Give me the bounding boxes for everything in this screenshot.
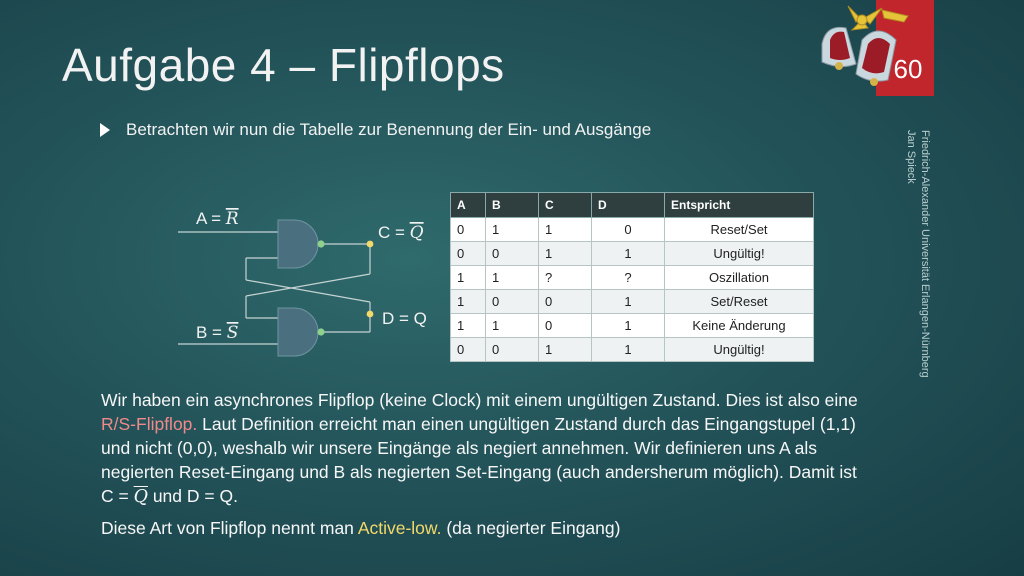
table-cell: ?	[591, 265, 665, 290]
affiliation-side-text: Friedrich-Alexander Universität Erlangen…	[904, 130, 932, 378]
table-cell: 1	[538, 217, 592, 242]
table-cell: 0	[591, 217, 665, 242]
table-header-c: C	[538, 192, 592, 218]
table-header-d: D	[591, 192, 665, 218]
table-cell: 0	[485, 289, 539, 314]
label-b: B = S	[196, 323, 238, 343]
highlight-active-low: Active-low.	[357, 518, 442, 538]
bullet-text: Betrachten wir nun die Tabelle zur Benen…	[126, 120, 652, 139]
negation-bubble-top	[317, 240, 325, 248]
table-cell: 1	[591, 313, 665, 338]
nand-gate-bottom	[277, 307, 319, 357]
table-cell: 1	[485, 217, 539, 242]
table-cell: 1	[450, 289, 486, 314]
paragraph-active-low: Diese Art von Flipflop nennt man Active-…	[101, 518, 621, 538]
table-header-entspricht: Entspricht	[664, 192, 814, 218]
table-cell: 0	[485, 337, 539, 362]
table-row: 0 0 1 1 Ungültig!	[450, 241, 814, 266]
table-row: 0 0 1 1 Ungültig!	[450, 337, 814, 362]
junction-node-d	[366, 310, 374, 318]
table-cell: 0	[538, 313, 592, 338]
affiliation-university: Friedrich-Alexander Universität Erlangen…	[919, 130, 931, 378]
table-cell: 1	[591, 241, 665, 266]
negation-bubble-bottom	[317, 328, 325, 336]
table-cell: 0	[450, 241, 486, 266]
table-cell: 0	[485, 241, 539, 266]
table-cell: 1	[538, 337, 592, 362]
paragraph-explanation: Wir haben ein asynchrones Flipflop (kein…	[101, 390, 858, 507]
table-cell: Ungültig!	[664, 241, 814, 266]
table-cell: 1	[538, 241, 592, 266]
table-cell: 1	[450, 265, 486, 290]
label-c: C = Q	[378, 223, 424, 243]
flipflop-circuit-diagram: A = R B = S C = Q D = Q	[178, 209, 427, 357]
table-cell: Set/Reset	[664, 289, 814, 314]
table-cell: 1	[591, 289, 665, 314]
table-cell: 1	[485, 265, 539, 290]
table-row: 0 1 1 0 Reset/Set	[450, 217, 814, 242]
label-a: A = R	[196, 209, 239, 229]
bullet-point: Betrachten wir nun die Tabelle zur Benen…	[100, 120, 651, 140]
table-row: 1 1 ? ? Oszillation	[450, 265, 814, 290]
truth-table: A B C D Entspricht 0 1 1 0 Reset/Set 0 0…	[450, 192, 814, 362]
table-header-a: A	[450, 192, 486, 218]
table-cell: Oszillation	[664, 265, 814, 290]
bullet-arrow-icon	[100, 123, 110, 137]
table-cell: 1	[591, 337, 665, 362]
table-cell: ?	[538, 265, 592, 290]
slide-title: Aufgabe 4 – Flipflops	[62, 39, 505, 91]
label-d: D = Q	[382, 309, 427, 328]
table-cell: 1	[450, 313, 486, 338]
table-cell: 1	[485, 313, 539, 338]
table-cell: 0	[538, 289, 592, 314]
cross-wire-2	[245, 273, 371, 297]
table-row: 1 0 0 1 Set/Reset	[450, 289, 814, 314]
table-cell: Ungültig!	[664, 337, 814, 362]
table-header-b: B	[485, 192, 539, 218]
junction-node-c	[366, 240, 374, 248]
q-bar-symbol: Q	[133, 487, 148, 507]
table-header-row: A B C D Entspricht	[450, 192, 814, 218]
page-number: 60	[893, 54, 923, 84]
table-cell: Reset/Set	[664, 217, 814, 242]
affiliation-author: Jan Spieck	[905, 130, 917, 184]
highlight-rs-flipflop: R/S-Flipflop.	[101, 414, 198, 434]
table-cell: 0	[450, 337, 486, 362]
christmas-bells-icon	[821, 5, 909, 86]
table-cell: Keine Änderung	[664, 313, 814, 338]
table-row: 1 1 0 1 Keine Änderung	[450, 313, 814, 338]
body-text: Wir haben ein asynchrones Flipflop (kein…	[101, 388, 861, 547]
cross-wire-1	[245, 279, 371, 303]
nand-gate-top	[277, 219, 319, 269]
table-cell: 0	[450, 217, 486, 242]
